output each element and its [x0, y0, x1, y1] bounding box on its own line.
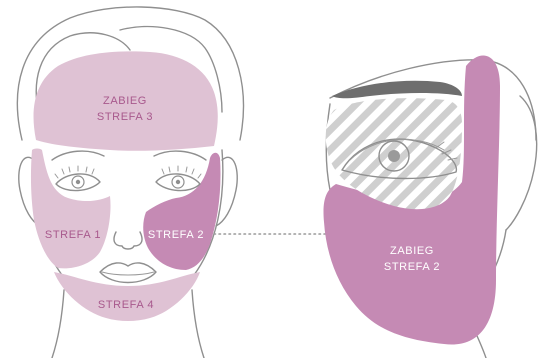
- label-left-cheek: STREFA 2: [148, 229, 204, 241]
- zone-left-cheek: [143, 153, 220, 270]
- label-forehead-line1: ZABIEG: [103, 95, 147, 107]
- front-eyebrow-left: [154, 151, 206, 160]
- label-side-line2: STREFA 2: [384, 261, 440, 273]
- label-chin: STREFA 4: [98, 299, 154, 311]
- label-side-line1: ZABIEG: [390, 245, 434, 257]
- front-eye-left: [156, 166, 201, 191]
- front-neck-right: [192, 290, 204, 358]
- front-neck-left: [52, 290, 64, 358]
- side-eyebrow: [332, 81, 462, 99]
- front-lips: [100, 263, 156, 283]
- side-view: ZABIEG STREFA 2: [324, 55, 537, 358]
- zone-right-cheek: [31, 149, 111, 269]
- front-eye-right: [55, 166, 100, 191]
- front-eyebrow-right: [52, 151, 104, 160]
- front-face: ZABIEG STREFA 3 STREFA 1 STREFA 2 STREFA…: [17, 7, 243, 358]
- label-right-cheek: STREFA 1: [45, 229, 101, 241]
- front-nose: [114, 232, 142, 249]
- zone-chin: [54, 272, 200, 321]
- side-ear: [506, 96, 537, 230]
- label-forehead-line2: STREFA 3: [97, 111, 153, 123]
